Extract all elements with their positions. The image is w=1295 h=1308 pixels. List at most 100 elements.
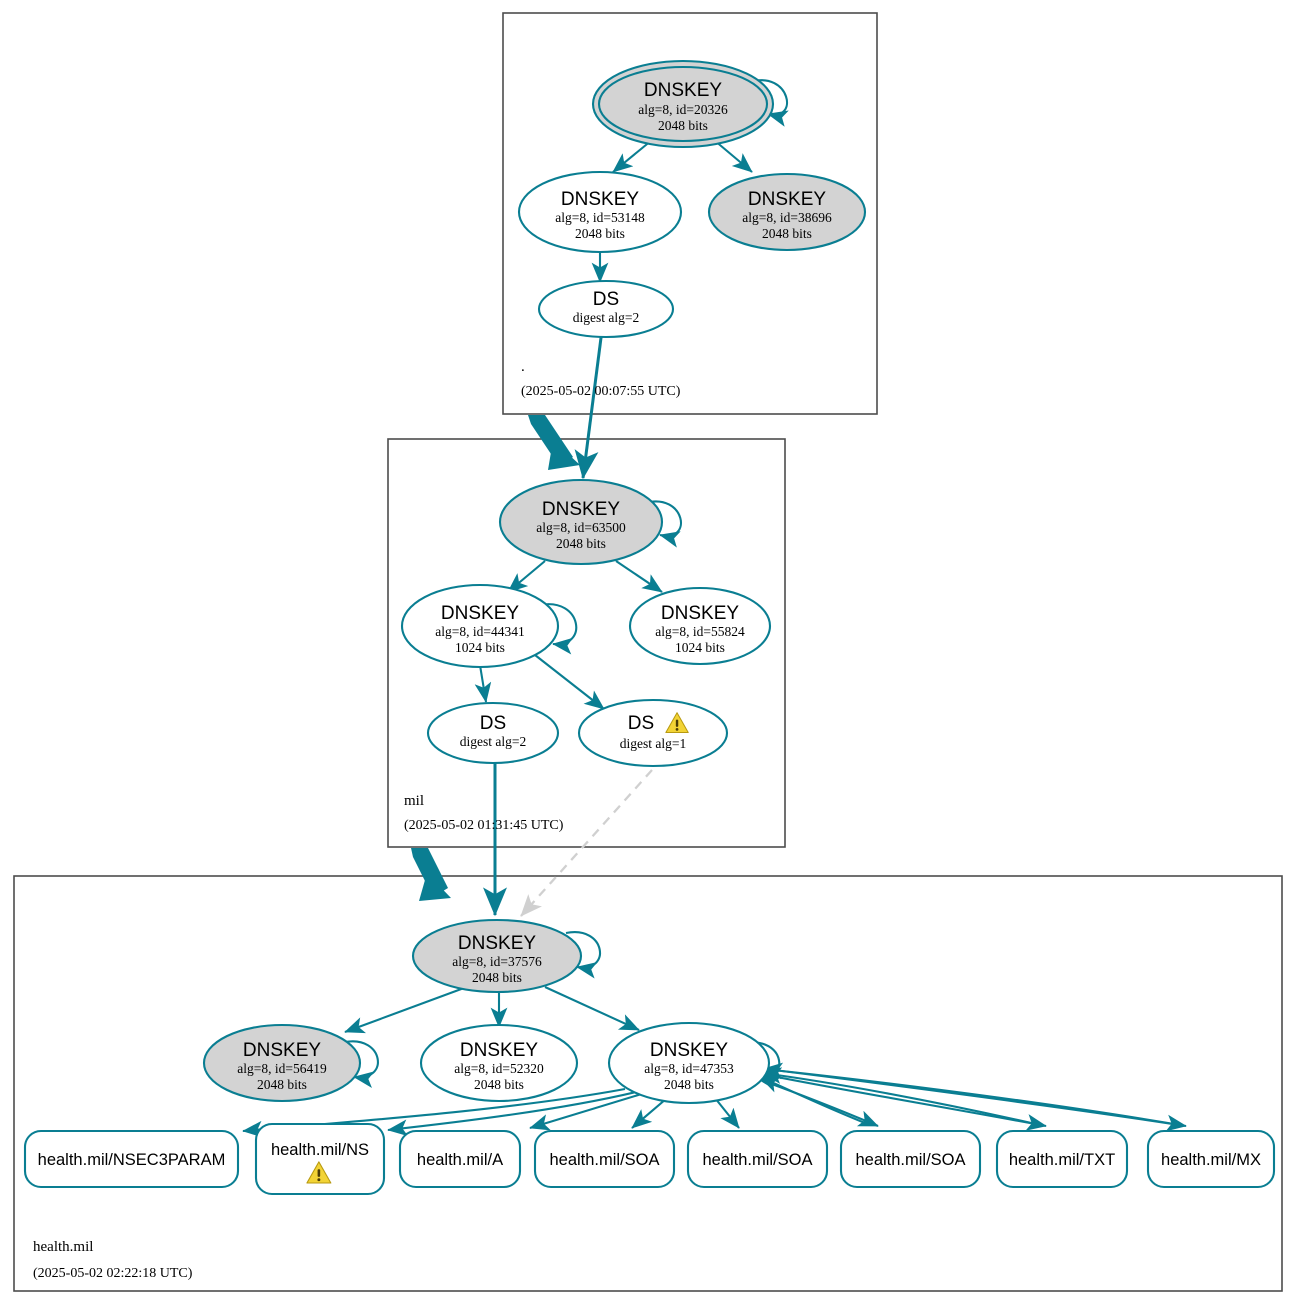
warning-icon-record-ns: [306, 1161, 332, 1184]
node-ds-mil-alg1[interactable]: DS digest alg=1: [577, 698, 729, 768]
record-node-soa-3[interactable]: health.mil/SOA: [839, 1129, 982, 1189]
edge-selfsign-20326: [749, 79, 789, 127]
node-ds-mil-alg2[interactable]: DS digest alg=2: [426, 701, 560, 765]
node-dnskey-55824[interactable]: DNSKEY alg=8, id=55824 1024 bits: [628, 586, 772, 666]
edge-47353-to-a: [529, 1090, 649, 1131]
node-ds-root-for-mil[interactable]: DS digest alg=2: [537, 279, 675, 339]
record-soa-2-label: health.mil/SOA: [702, 1151, 812, 1169]
zone-label-mil-date: (2025-05-02 01:31:45 UTC): [404, 818, 564, 833]
node-dnskey-20326-params: alg=8, id=20326: [638, 102, 728, 117]
record-soa-3-shape: [839, 1129, 982, 1189]
record-node-ns[interactable]: health.mil/NS: [254, 1122, 386, 1196]
node-dnskey-55824-title: DNSKEY: [661, 603, 739, 624]
node-dnskey-55824-bits: 1024 bits: [675, 640, 725, 655]
node-dnskey-47353-bits: 2048 bits: [664, 1077, 714, 1092]
node-ds-mil-alg1-params: digest alg=1: [620, 736, 686, 751]
node-dnskey-37576[interactable]: DNSKEY alg=8, id=37576 2048 bits: [411, 918, 583, 994]
node-dnskey-20326[interactable]: DNSKEY alg=8, id=20326 2048 bits: [591, 59, 775, 149]
delegation-arrow-mil-to-healthmil: [411, 848, 448, 897]
record-node-a[interactable]: health.mil/A: [398, 1129, 522, 1189]
edge-selfsign-63500: [644, 500, 683, 548]
zone-label-root-name: .: [521, 359, 525, 375]
record-nsec3param-label: health.mil/NSEC3PARAM: [38, 1151, 226, 1169]
node-dnskey-63500-params: alg=8, id=63500: [536, 520, 626, 535]
node-dnskey-56419-bits: 2048 bits: [257, 1077, 307, 1092]
node-dnskey-44341-bits: 1024 bits: [455, 640, 505, 655]
record-soa-3-label: health.mil/SOA: [855, 1151, 965, 1169]
node-dnskey-44341-params: alg=8, id=44341: [435, 624, 524, 639]
node-dnskey-44341[interactable]: DNSKEY alg=8, id=44341 1024 bits: [400, 583, 560, 669]
edge-37576-to-47353: [544, 986, 640, 1031]
node-dnskey-20326-bits: 2048 bits: [658, 118, 708, 133]
node-dnskey-53148-params: alg=8, id=53148: [555, 210, 645, 225]
node-ds-root-shape: [537, 279, 675, 339]
node-dnskey-63500-bits: 2048 bits: [556, 536, 606, 551]
edge-root-ds-to-mil-dnskey: [574, 329, 604, 480]
record-node-soa-1[interactable]: health.mil/SOA: [533, 1129, 676, 1189]
delegation-arrow-root-to-mil-head: [548, 440, 580, 470]
edge-selfsign-37576: [565, 931, 601, 979]
node-dnskey-37576-bits: 2048 bits: [472, 970, 522, 985]
node-dnskey-38696-shape: [707, 172, 867, 252]
node-dnskey-63500-shape: [498, 478, 664, 566]
edge-selfsign-56419: [344, 1040, 379, 1088]
node-dnskey-38696[interactable]: DNSKEY alg=8, id=38696 2048 bits: [707, 172, 867, 252]
node-ds-mil-alg1-title: DS: [628, 713, 654, 734]
record-ns-shape: [254, 1122, 386, 1196]
node-dnskey-53148-bits: 2048 bits: [575, 226, 625, 241]
edge-20326-to-38696: [713, 139, 753, 173]
edge-37576-to-56419: [344, 987, 465, 1034]
node-dnskey-55824-shape: [628, 586, 772, 666]
edge-20326-to-53148: [612, 139, 653, 173]
node-dnskey-20326-inner: [597, 65, 769, 143]
node-dnskey-56419-params: alg=8, id=56419: [237, 1061, 327, 1076]
edge-selfsign-44341: [539, 603, 578, 655]
edge-47353-to-ns: [387, 1090, 637, 1137]
node-ds-mil-alg2-shape: [426, 701, 560, 765]
node-dnskey-52320-params: alg=8, id=52320: [454, 1061, 544, 1076]
node-dnskey-56419[interactable]: DNSKEY alg=8, id=56419 2048 bits: [202, 1023, 362, 1103]
record-a-shape: [398, 1129, 522, 1189]
record-mx-shape: [1146, 1129, 1276, 1189]
node-dnskey-53148[interactable]: DNSKEY alg=8, id=53148 2048 bits: [517, 170, 683, 254]
node-dnskey-38696-params: alg=8, id=38696: [742, 210, 832, 225]
node-dnskey-52320[interactable]: DNSKEY alg=8, id=52320 2048 bits: [419, 1023, 579, 1103]
edge-mil-ds1-to-healthmil-dnskey-dashed: [520, 769, 653, 917]
edge-63500-to-44341: [507, 560, 546, 593]
zone-box-health-mil: [13, 875, 1283, 1292]
node-ds-mil-alg2-title: DS: [480, 713, 506, 734]
edge-63500-to-55824: [615, 560, 663, 593]
record-txt-label: health.mil/TXT: [1009, 1151, 1115, 1169]
record-mx-label: health.mil/MX: [1161, 1151, 1261, 1169]
node-dnskey-37576-params: alg=8, id=37576: [452, 954, 542, 969]
node-dnskey-47353[interactable]: DNSKEY alg=8, id=47353 2048 bits: [607, 1021, 771, 1105]
node-dnskey-44341-title: DNSKEY: [441, 603, 519, 624]
zone-label-root-date: (2025-05-02 00:07:55 UTC): [521, 384, 681, 399]
record-node-txt[interactable]: health.mil/TXT: [995, 1129, 1129, 1189]
node-dnskey-37576-title: DNSKEY: [458, 933, 536, 954]
record-node-soa-2[interactable]: health.mil/SOA: [686, 1129, 829, 1189]
delegation-arrow-mil-to-healthmil-head: [419, 873, 451, 901]
record-soa-2-shape: [686, 1129, 829, 1189]
node-dnskey-63500[interactable]: DNSKEY alg=8, id=63500 2048 bits: [498, 478, 664, 566]
node-dnskey-56419-title: DNSKEY: [243, 1040, 321, 1061]
zone-label-mil-name: mil: [404, 793, 424, 809]
record-ns-label: health.mil/NS: [271, 1141, 369, 1159]
edge-44341-to-ds1: [534, 654, 605, 710]
node-dnskey-55824-params: alg=8, id=55824: [655, 624, 745, 639]
edge-47353-to-soa-3: [754, 1077, 879, 1127]
record-soa-1-label: health.mil/SOA: [549, 1151, 659, 1169]
node-ds-root-title: DS: [593, 289, 619, 310]
node-dnskey-52320-title: DNSKEY: [460, 1040, 538, 1061]
record-a-label: health.mil/A: [417, 1151, 503, 1169]
zone-box-root: [502, 12, 878, 415]
node-dnskey-38696-bits: 2048 bits: [762, 226, 812, 241]
record-node-mx[interactable]: health.mil/MX: [1146, 1129, 1276, 1189]
edge-47353-to-mx: [757, 1066, 1187, 1132]
record-node-nsec3param[interactable]: health.mil/NSEC3PARAM: [23, 1129, 240, 1189]
node-ds-root-params: digest alg=2: [573, 310, 639, 325]
zone-label-healthmil-name: health.mil: [33, 1239, 93, 1255]
edge-47353-to-txt: [756, 1071, 1047, 1131]
node-dnskey-52320-bits: 2048 bits: [474, 1077, 524, 1092]
